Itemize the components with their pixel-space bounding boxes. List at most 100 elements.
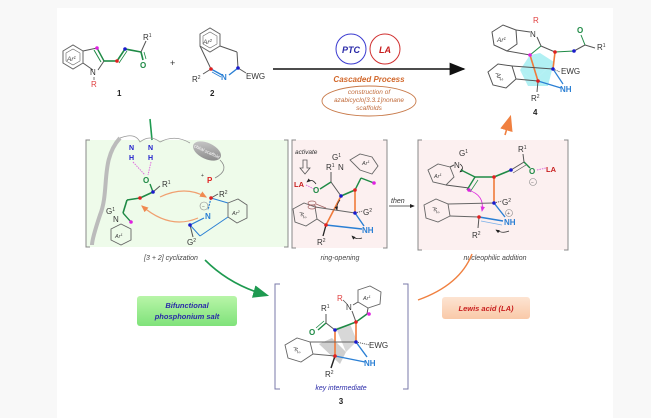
svg-text:N: N <box>454 161 460 170</box>
then-arrow: then <box>389 198 415 208</box>
product-4: Ar1 N R O R1 EWG NH R2 Ar2 4 <box>487 16 606 117</box>
nucleophilic-caption: nucleophilic addition <box>463 255 526 262</box>
svg-text:G1: G1 <box>332 153 341 162</box>
svg-text:P: P <box>207 176 213 185</box>
svg-text:Ar2: Ar2 <box>231 209 241 217</box>
svg-text:N: N <box>205 212 211 221</box>
cyclization-step: chiral scaffold P + N H N H O R1 G1 N Ar… <box>85 118 289 262</box>
svg-text:LA: LA <box>546 165 557 174</box>
svg-text:2: 2 <box>210 89 215 98</box>
benzene-ring-ar1 <box>110 223 132 246</box>
svg-text:O: O <box>143 176 149 185</box>
svg-text:Ar1: Ar1 <box>433 172 442 180</box>
svg-text:Ar1: Ar1 <box>496 36 507 44</box>
intermediate-number: 3 <box>339 397 344 406</box>
svg-text:O: O <box>529 167 535 176</box>
svg-text:LA: LA <box>294 180 305 189</box>
svg-text:−: − <box>202 204 205 210</box>
ptc-cycle-icon <box>335 33 367 65</box>
svg-text:1: 1 <box>117 89 122 98</box>
svg-text:NH: NH <box>362 226 374 235</box>
svg-text:R1: R1 <box>321 304 330 313</box>
la-cycle-icon <box>369 33 401 65</box>
svg-text:R2: R2 <box>531 94 540 103</box>
svg-text:H: H <box>148 155 153 162</box>
plus-sign: + <box>170 58 175 68</box>
svg-text:NH: NH <box>560 85 572 94</box>
svg-text:scaffolds: scaffolds <box>356 105 382 112</box>
svg-text:G1: G1 <box>106 207 115 216</box>
svg-text:N: N <box>338 163 344 172</box>
compound-2: Ar2 N EWG R2 2 <box>192 27 265 98</box>
ring-opening-step: activate LA O R1 G1 N Ar1 G2 NH R2 Ar2 <box>291 139 388 262</box>
green-curved-arrow <box>204 259 270 298</box>
svg-text:R: R <box>533 16 539 25</box>
svg-text:R: R <box>337 294 343 303</box>
svg-text:R2: R2 <box>325 370 334 379</box>
cyclization-caption: [3 + 2] cyclization <box>143 255 198 262</box>
svg-text:Ar1: Ar1 <box>362 294 371 302</box>
svg-text:Ar2: Ar2 <box>202 38 213 46</box>
svg-text:construction of: construction of <box>348 89 391 96</box>
svg-text:R1: R1 <box>162 180 171 189</box>
svg-text:G2: G2 <box>187 238 196 247</box>
svg-text:G2: G2 <box>363 208 372 217</box>
svg-text:R2: R2 <box>472 231 481 240</box>
svg-text:N: N <box>113 215 119 224</box>
svg-text:N: N <box>90 68 96 77</box>
ring-opening-caption: ring-opening <box>321 255 360 262</box>
svg-text:R1: R1 <box>143 33 152 42</box>
scaffold-ellipse <box>321 85 417 117</box>
svg-text:phosphonium salt: phosphonium salt <box>154 312 220 321</box>
svg-text:R: R <box>91 80 97 89</box>
catalyst-badge: Bifunctional phosphonium salt <box>137 296 237 326</box>
svg-text:O: O <box>309 328 315 337</box>
svg-text:Ar2: Ar2 <box>297 209 308 221</box>
svg-text:then: then <box>391 198 405 205</box>
svg-text:Bifunctional: Bifunctional <box>165 301 209 310</box>
key-intermediate-caption: key intermediate <box>315 385 366 392</box>
benzene-ring-ar1 <box>349 153 379 175</box>
compound-1: Ar1 N R R1 O 1 <box>62 33 152 98</box>
svg-text:N: N <box>148 145 153 152</box>
svg-text:+: + <box>507 211 510 217</box>
svg-text:Ar2: Ar2 <box>493 70 504 83</box>
svg-text:O: O <box>313 186 319 195</box>
orange-up-arrow <box>500 114 513 136</box>
svg-text:activate: activate <box>295 149 318 156</box>
svg-text:G2: G2 <box>502 198 511 207</box>
svg-text:EWG: EWG <box>369 341 388 350</box>
svg-text:Ar2: Ar2 <box>430 204 441 216</box>
svg-text:N: N <box>221 73 227 82</box>
svg-text:R2: R2 <box>192 75 201 84</box>
svg-text:R2: R2 <box>219 190 228 199</box>
down-arrow-icon <box>299 159 311 175</box>
svg-text:R1: R1 <box>326 163 335 172</box>
svg-text:Ar1: Ar1 <box>114 232 123 240</box>
scissors-icon <box>307 200 327 210</box>
svg-text:NH: NH <box>504 218 516 227</box>
svg-text:PTC: PTC <box>342 45 361 55</box>
svg-text:EWG: EWG <box>561 67 580 76</box>
cascaded-process-label: Cascaded Process <box>333 75 405 84</box>
svg-text:NH: NH <box>364 359 376 368</box>
nucleophilic-addition-step: Ar1 G1 N R1 O − LA G2 + NH R2 Ar2 <box>417 139 569 262</box>
orange-curved-arrow <box>417 253 473 301</box>
svg-text:4: 4 <box>533 108 538 117</box>
benzene-ring-ar1 <box>491 24 518 52</box>
svg-text:+: + <box>201 173 204 179</box>
key-intermediate-3: R N Ar1 R1 O EWG NH R2 Ar2 key intermed <box>274 283 409 406</box>
svg-text:Ar2: Ar2 <box>291 344 302 356</box>
svg-text:R2: R2 <box>317 238 326 247</box>
svg-text:N: N <box>530 30 536 39</box>
svg-text:G1: G1 <box>459 149 468 158</box>
benzene-ring-ar1 <box>427 163 455 186</box>
chiral-scaffold-icon <box>192 141 222 161</box>
lewis-acid-badge: Lewis acid (LA) <box>442 297 530 319</box>
svg-text:−: − <box>531 180 534 186</box>
svg-text:Ar1: Ar1 <box>66 55 77 63</box>
svg-text:R1: R1 <box>518 145 527 154</box>
svg-text:H: H <box>129 155 134 162</box>
svg-text:LA: LA <box>379 45 391 55</box>
